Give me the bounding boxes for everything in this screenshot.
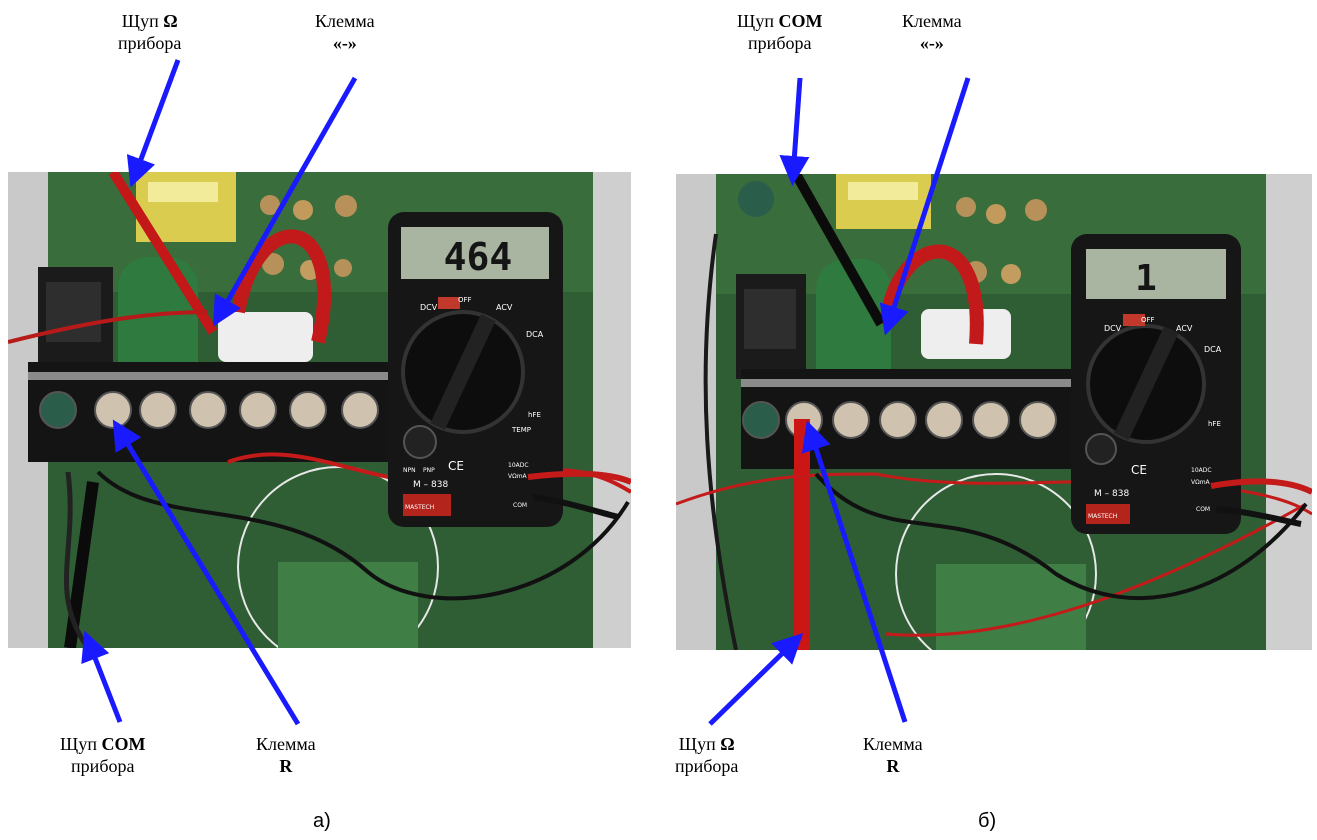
meter-a-acv: ACV	[496, 303, 513, 312]
lcd-reading-a: 464	[444, 235, 513, 279]
arrow-a-probe-top	[126, 59, 181, 188]
meter-b-adc: 10ADC	[1191, 467, 1212, 474]
meter-a-hfe: hFE	[528, 411, 541, 419]
meter-b-com: COM	[1196, 506, 1210, 513]
meter-a-dcv: DCV	[420, 303, 438, 312]
lcd-reading-b: 1	[1135, 258, 1157, 299]
meter-a-model: M – 838	[413, 480, 448, 490]
caption-b: б)	[978, 810, 997, 832]
label-b-terminal-top: Клемма «-»	[902, 11, 962, 53]
meter-a-dca: DCA	[526, 330, 544, 339]
meter-a-off: OFF	[458, 296, 472, 304]
meter-a-pnp: PNP	[423, 467, 435, 474]
meter-a-vohm: VΩmA	[508, 473, 528, 480]
arrow-b-probe-top	[779, 77, 810, 186]
photo-a-drawing: 464 DCV ACV OFF DCA hFE TEMP NPN PNP CE …	[8, 172, 631, 648]
arrow-a-probe-bottom	[81, 630, 123, 723]
meter-b-off: OFF	[1141, 316, 1155, 324]
label-a-terminal-top: Клемма «-»	[315, 11, 375, 53]
meter-b-ce: CE	[1131, 463, 1147, 477]
label-a-probe-bottom: Щуп COM прибора	[60, 734, 146, 776]
meter-b-acv: ACV	[1176, 324, 1193, 333]
label-b-probe-bottom: Щуп Ω прибора	[675, 734, 739, 776]
arrow-b-probe-bottom	[708, 633, 804, 726]
label-a-probe-top: Щуп Ω прибора	[118, 11, 182, 53]
meter-a-com: COM	[513, 502, 527, 509]
meter-b-vohm: VΩmA	[1191, 479, 1211, 486]
photo-a: 464 DCV ACV OFF DCA hFE TEMP NPN PNP CE …	[8, 172, 631, 648]
meter-a-temp: TEMP	[511, 426, 531, 434]
meter-a-ce: CE	[448, 459, 464, 473]
meter-b-dcv: DCV	[1104, 324, 1122, 333]
meter-a-npn: NPN	[403, 467, 416, 474]
meter-a-brand: MASTECH	[405, 504, 434, 511]
photo-b: 1 DCV ACV OFF DCA hFE CE 10ADC VΩmA COM …	[676, 174, 1312, 650]
meter-a-adc: 10ADC	[508, 462, 529, 469]
meter-b-hfe: hFE	[1208, 420, 1221, 428]
photo-b-drawing: 1 DCV ACV OFF DCA hFE CE 10ADC VΩmA COM …	[676, 174, 1312, 650]
caption-a: а)	[313, 810, 331, 832]
label-a-terminal-bottom: Клемма R	[256, 734, 316, 776]
label-b-terminal-bottom: Клемма R	[863, 734, 923, 776]
meter-b-model: M – 838	[1094, 489, 1129, 499]
meter-b-brand: MASTECH	[1088, 513, 1117, 520]
label-b-probe-top: Щуп COM прибора	[737, 11, 823, 53]
meter-b-dca: DCA	[1204, 345, 1222, 354]
